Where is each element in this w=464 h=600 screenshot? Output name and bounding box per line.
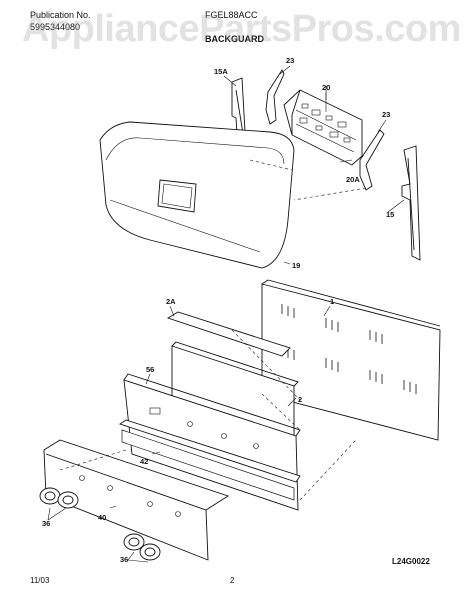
rear-panel-1 [261, 283, 441, 441]
part-label: 23 [382, 110, 391, 119]
footer-figure-code: L24G0022 [392, 557, 430, 566]
backguard-panel-19 [99, 121, 295, 269]
part-label: 1 [330, 297, 335, 306]
knob-pair-lower [123, 533, 161, 561]
part-label: 23 [286, 56, 295, 65]
part-label: 20A [346, 175, 360, 184]
part-label: 15 [386, 210, 395, 219]
knob-pair-upper [39, 487, 79, 509]
part-label: 40 [98, 513, 107, 522]
part-label: 56 [146, 365, 155, 374]
footer-date: 11/03 [30, 576, 50, 585]
watermark: AppliancePartsPros.com [22, 8, 461, 50]
model-number: FGEL88ACC [205, 10, 258, 20]
part-label: 36 [42, 519, 51, 528]
part-label: 15A [214, 67, 228, 76]
bracket-23-right [359, 129, 385, 191]
trim-42 [118, 419, 301, 483]
part-label: 36 [120, 555, 129, 564]
section-title: BACKGUARD [205, 34, 264, 44]
control-board-20 [283, 89, 363, 166]
footer-page-number: 2 [230, 576, 235, 585]
part-label: 2A [166, 297, 176, 306]
publication-label: Publication No. [30, 10, 91, 20]
publication-number: 5995344080 [30, 22, 81, 32]
part-label: 19 [292, 261, 301, 270]
part-label: 2 [298, 395, 303, 404]
bracket-23-left [265, 69, 285, 125]
part-label: 20 [322, 83, 331, 92]
part-label: 42 [140, 457, 149, 466]
strip-2a [166, 311, 291, 357]
